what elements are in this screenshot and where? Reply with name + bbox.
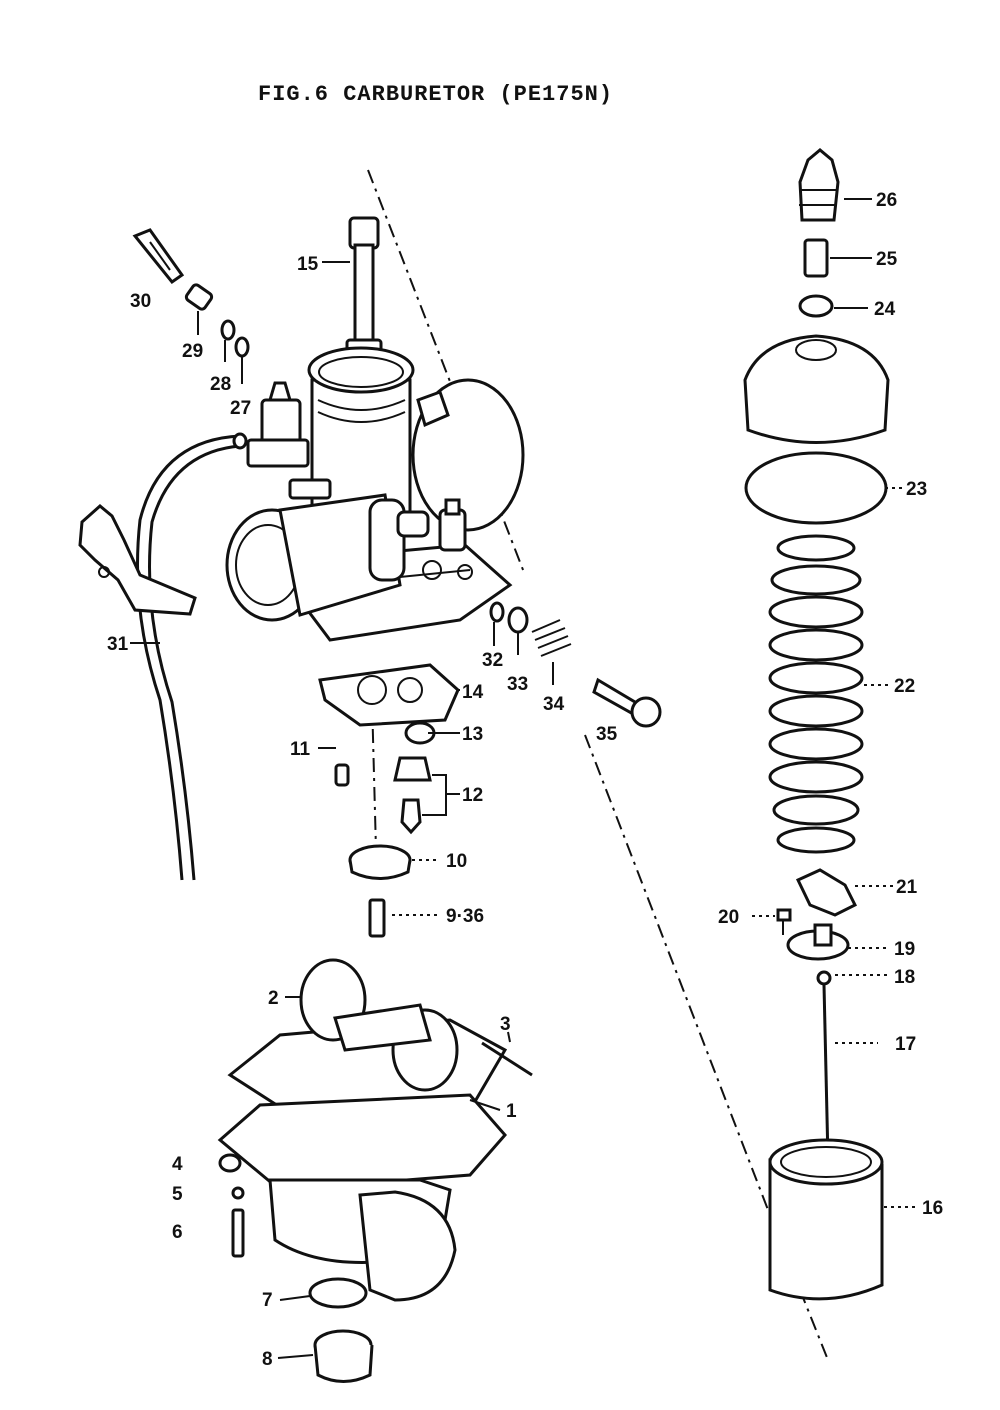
- label-part-32: 32: [482, 650, 503, 671]
- label-part-17: 17: [895, 1034, 916, 1055]
- label-part-3: 3: [500, 1014, 511, 1035]
- label-part-18: 18: [894, 967, 915, 988]
- label-part-16: 16: [922, 1198, 943, 1219]
- carburetor-body: [225, 346, 525, 642]
- float-bowl-assembly: [217, 958, 533, 1383]
- label-part-27: 27: [230, 398, 251, 419]
- label-part-7: 7: [262, 1290, 273, 1311]
- label-part-25: 25: [876, 249, 898, 270]
- label-part-8: 8: [262, 1349, 273, 1370]
- label-part-23: 23: [906, 479, 927, 500]
- hose-and-lever-part: [78, 432, 248, 881]
- label-part-28: 28: [210, 374, 231, 395]
- label-part-22: 22: [894, 676, 915, 697]
- label-part-35: 35: [596, 724, 618, 745]
- axis-line-jets: [371, 699, 377, 851]
- label-part-11: 11: [290, 739, 311, 760]
- part-labels: 15 26 25 24 23 22 21 20 19 18 17 16 30 2…: [107, 190, 943, 1370]
- label-part-14: 14: [462, 682, 484, 703]
- label-part-12: 12: [462, 785, 483, 806]
- label-part-2: 2: [268, 988, 279, 1009]
- leader-lines: [130, 198, 918, 1359]
- label-part-13: 13: [462, 724, 483, 745]
- spring-coils: [768, 534, 864, 854]
- label-part-34: 34: [543, 694, 565, 715]
- label-part-10: 10: [446, 851, 467, 872]
- axis-line-bottom: [799, 1289, 829, 1361]
- label-part-26: 26: [876, 190, 897, 211]
- label-part-20: 20: [718, 907, 739, 928]
- label-part-33: 33: [507, 674, 528, 695]
- label-part-4: 4: [172, 1154, 183, 1175]
- label-part-29: 29: [182, 341, 203, 362]
- label-part-31: 31: [107, 634, 129, 655]
- label-part-19: 19: [894, 939, 915, 960]
- label-part-24: 24: [874, 299, 896, 320]
- label-part-30: 30: [130, 291, 151, 312]
- air-screw-set: [489, 601, 662, 728]
- label-part-9-36: 9·36: [446, 906, 484, 927]
- label-part-6: 6: [172, 1222, 183, 1243]
- figure-title: FIG.6 CARBURETOR (PE175N): [258, 82, 614, 107]
- pilot-screw-set: [132, 228, 250, 358]
- label-part-21: 21: [896, 877, 918, 898]
- throttle-slide-assembly: [743, 148, 890, 1301]
- label-part-15: 15: [297, 254, 319, 275]
- label-part-5: 5: [172, 1184, 183, 1205]
- cable-adjuster-part: [345, 216, 383, 356]
- label-part-1: 1: [506, 1101, 517, 1122]
- jet-set: [318, 663, 460, 938]
- axis-line-slide: [584, 734, 771, 1216]
